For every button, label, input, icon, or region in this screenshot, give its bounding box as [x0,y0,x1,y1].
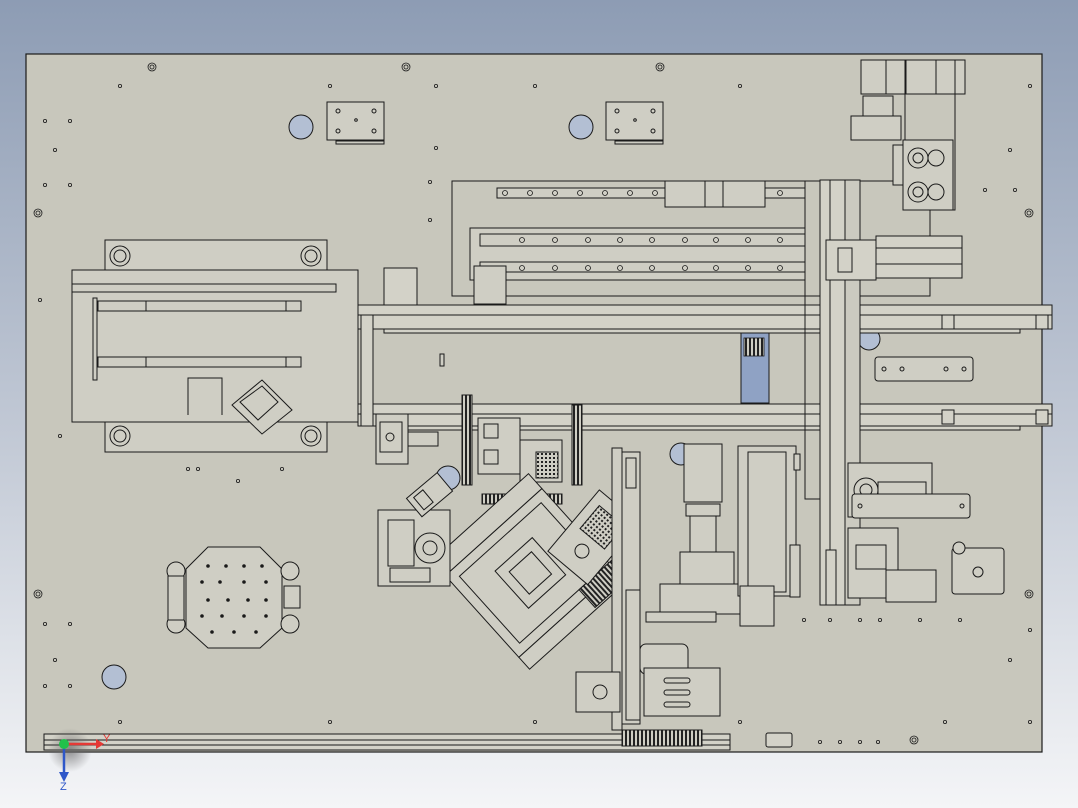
rotated-small-block [405,471,454,518]
triad-z-label: Z [60,781,67,793]
square-mount-plates [326,101,664,145]
mounting-holes [33,62,1034,745]
right-slotted-plate [874,356,974,382]
triad-shadow [48,728,92,772]
right-clamp-unit [847,462,1005,603]
rotated-gear-block [377,509,451,587]
triad-x-label: Y [103,733,111,745]
upper-linear-axis [451,180,931,305]
bottom-rail [43,729,793,751]
triad-x-arrow [96,739,104,749]
horizontal-rods [357,267,1053,431]
index-plate [166,546,301,649]
vertical-spindle-unit [575,443,741,731]
coordinate-triad: Y Z [48,728,111,793]
rail-bolts [502,190,783,271]
triad-z-arrow [59,772,69,782]
slide-teeth [743,337,765,357]
right-vertical-rail [737,445,801,627]
left-feeder-module [71,239,359,453]
triad-origin [59,739,69,749]
top-right-motor-assembly [850,59,966,211]
index-plate-holes [200,564,268,634]
